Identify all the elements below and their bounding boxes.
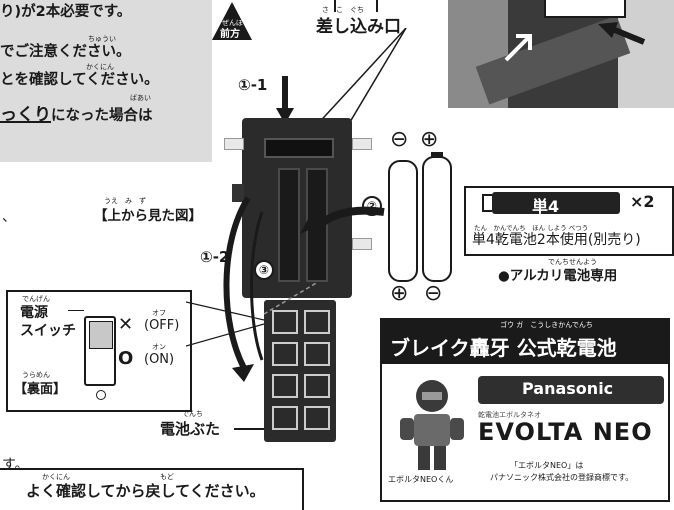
battery-name-badge: 単4 [492, 192, 620, 216]
insertion-photo [448, 0, 674, 108]
front-label: 前方 [220, 29, 240, 40]
battery-usage: 単4乾電池2本使用(別売り) [472, 232, 641, 248]
screw-hole-icon [96, 390, 106, 400]
slot-ruby: さ こ ぐち [322, 6, 364, 14]
device-peg [224, 138, 244, 150]
arrow-left-icon [598, 22, 646, 45]
notice-text: よく確認してから戻してください。 [26, 482, 265, 500]
ad-product: EVOLTA NEO [478, 418, 653, 446]
step-3-label: ③ [254, 260, 274, 280]
front-ruby: ぜんぽう [222, 19, 250, 27]
arrow-down-icon [276, 76, 294, 124]
off-ruby: オフ [152, 309, 166, 317]
arrow-up-right-icon [504, 34, 532, 62]
battery-cover [264, 300, 336, 442]
device-tab [232, 184, 244, 202]
ad-trademark-1: 「エボルタNEO」は [510, 461, 584, 470]
front-sign-icon [212, 2, 252, 40]
power-switch-box: でんげん 電源 スイッチ ✕ オフ (OFF) O オン (ON) うらめん 【… [6, 290, 192, 412]
instruction-line-4: っくりになった場合は [0, 105, 153, 125]
top-view-label: 【上から見た図】 [94, 208, 202, 224]
back-ruby: うらめん [22, 371, 50, 379]
robot-character-icon [400, 380, 464, 470]
switch-label-2: スイッチ [20, 323, 76, 339]
ad-trademark-2: パナソニック株式会社の登録商標です。 [490, 473, 634, 482]
left-fragment: 、 [2, 209, 16, 225]
plus-symbol: ⊕ [390, 281, 409, 306]
device-peg [352, 138, 372, 150]
ad-body: Panasonic 乾電池エボルタネオ EVOLTA NEO エボルタNEOくん… [380, 364, 670, 502]
alkaline-ruby: でんちせんよう [548, 258, 597, 266]
ad-small-jp: 乾電池エボルタネオ [478, 411, 541, 419]
notice-ruby-return: もど [160, 473, 174, 481]
top-view-ruby: うえ み ず [104, 197, 146, 205]
slot-guide-line [334, 0, 336, 12]
ad-brand: Panasonic [522, 379, 614, 398]
on-ruby: オン [152, 343, 166, 351]
battery-spec-box: 単4 ×2 たん かんでんち ほん しよう べつう 単4乾電池2本使用(別売り) [464, 186, 674, 256]
ad-title-ruby: ゴウ ガ こうしきかんでんち [500, 321, 593, 329]
on-mark-icon: O [118, 348, 134, 369]
minus-symbol: ⊖ [390, 127, 409, 152]
battery-cap-icon [482, 194, 492, 212]
on-label: (ON) [144, 352, 175, 367]
ad-title: ブレイク轟牙 公式乾電池 [390, 336, 617, 360]
instruction-ruby-3: かくにん [86, 63, 114, 71]
switch-label-1: 電源 [20, 305, 48, 321]
battery-product-image: Panasonic [478, 376, 664, 404]
slot-pointer-lines [313, 28, 407, 133]
minus-symbol: ⊖ [424, 281, 443, 306]
slot-guide-line [376, 0, 378, 12]
battery-name: 単4 [532, 197, 560, 216]
plus-symbol: ⊕ [420, 127, 439, 152]
step-1-2-label: ①-2 [200, 248, 230, 266]
cover-pointer-line [234, 428, 264, 430]
instruction-ruby-4: ばあい [130, 94, 151, 102]
instruction-line-2: でご注意ください。 [0, 44, 131, 60]
curved-arrow-icon [223, 196, 264, 382]
slot-label: 差し込み口 [316, 17, 401, 37]
ad-character-name: エボルタNEOくん [388, 475, 454, 484]
switch-ruby: でんげん [22, 295, 50, 303]
battery-icon [388, 160, 418, 282]
alkaline-label: ●アルカリ電池専用 [498, 268, 618, 284]
ad-title-bar: ゴウ ガ こうしきかんでんち ブレイク轟牙 公式乾電池 [380, 318, 670, 364]
off-label: (OFF) [144, 318, 180, 333]
battery-qty: ×2 [630, 192, 655, 211]
notice-ruby-check: かくにん [42, 473, 70, 481]
notice-box: かくにん もど よく確認してから戻してください。 [0, 468, 304, 510]
instruction-panel: り)が2本必要です。 ちゅうい でご注意ください。 かくにん とを確認してくださ… [0, 0, 212, 162]
off-mark-icon: ✕ [118, 314, 134, 335]
instruction-line-1: り)が2本必要です。 [0, 4, 132, 20]
ad-panel: ゴウ ガ こうしきかんでんち ブレイク轟牙 公式乾電池 Panasonic 乾電… [380, 318, 670, 502]
step-1-1-label: ①-1 [238, 76, 268, 94]
battery-icon [422, 152, 452, 282]
instruction-line-3: とを確認してください。 [0, 72, 159, 88]
back-label: 【裏面】 [14, 382, 67, 397]
cover-label: 電池ぶた [160, 420, 221, 438]
instruction-ruby-2: ちゅうい [88, 35, 116, 43]
cover-ruby: でんち [182, 410, 203, 418]
step-3-pointer [263, 281, 319, 315]
device-peg [352, 238, 372, 250]
switch-pointer-lines [186, 301, 265, 347]
battery-usage-ruby: たん かんでんち ほん しよう べつう [474, 224, 589, 232]
power-switch-toggle[interactable] [84, 316, 116, 386]
arrow-insert-icon [300, 206, 385, 234]
